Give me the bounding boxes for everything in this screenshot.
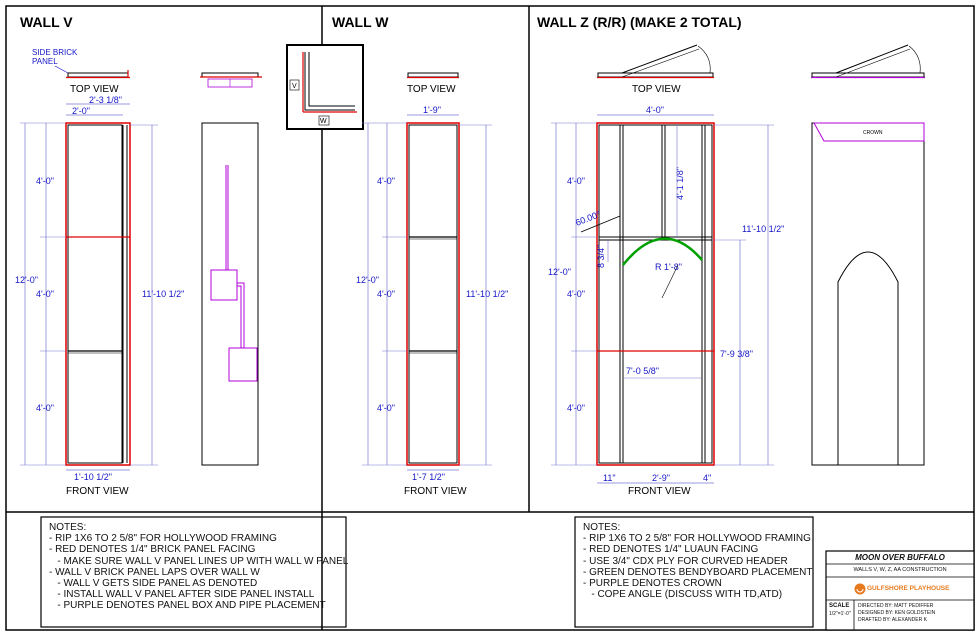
z-seg-dim-3: 4'-0" [567,403,585,413]
w-height-dim: 11'-10 1/2" [466,289,508,299]
w-bottom-dim: 1'-7 1/2" [412,472,445,482]
v-right-dims: 11'-10 1/2" 1'-10 1/2" [66,124,184,482]
notes-left-line: - INSTALL WALL V PANEL AFTER SIDE PANEL … [49,589,315,601]
side-brick-label: SIDE BRICK [32,48,78,57]
title-block-sheet: WALLS V, W, Z, AA CONSTRUCTION [853,567,947,573]
notes-right: NOTES: - RIP 1X6 TO 2 5/8" FOR HOLLYWOOD… [583,522,812,600]
notes-left-line: - MAKE SURE WALL V PANEL LINES UP WITH W… [49,555,349,567]
notes-left-line: NOTES: [49,522,87,533]
notes-left-box [40,516,347,628]
gulfshore-logo-icon [854,583,866,595]
key-w-label: W [320,118,327,125]
panel-box-pipe [210,165,258,382]
z-header-dim: 4'-1 1/8" [675,167,685,200]
sheet-border [5,5,975,631]
title-block-designed: DESIGNED BY: KEN GOLDSTEIN [858,610,936,616]
crown-label: CROWN [863,130,883,136]
v-top-dims: 2'-3 1/8" 2'-0" [66,95,130,116]
v-top-view-label: TOP VIEW [70,84,119,95]
z-total-dim: 12'-0" [548,267,571,277]
w-seg-dim-1: 4'-0" [377,176,395,186]
notes-right-line: - COPE ANGLE (DISCUSS WITH TD,ATD) [583,589,783,601]
z-opening-dim: 7'-9 3/8" [720,349,753,359]
v-height-dim: 11'-10 1/2" [142,289,184,299]
wall-z-top-view: TOP VIEW 4'-0" [597,44,714,116]
notes-right-line: - USE 3/4" CDX PLY FOR CURVED HEADER [583,555,788,567]
v-bottom-dim: 1'-10 1/2" [74,472,112,482]
notes-right-line: - PURPLE DENOTES CROWN [583,578,722,590]
v-top-inner-dim: 2'-0" [72,106,90,116]
v-seg-dim-2: 4'-0" [36,289,54,299]
wall-z-front-view: FRONT VIEW [580,122,715,497]
wall-z-title: WALL Z (R/R) (MAKE 2 TOTAL) [537,14,742,30]
w-total-dim: 12'-0" [356,275,379,285]
v-seg-dim-3: 4'-0" [36,403,54,413]
wall-w-top-view: TOP VIEW 1'-9" [407,72,459,116]
v-seg-dim-1: 4'-0" [36,176,54,186]
notes-right-box [574,516,814,628]
w-seg-dim-2: 4'-0" [377,289,395,299]
z-dims: 4'-0" 4'-0" 4'-0" 12'-0" 11'-10 1/2" 7'-… [548,122,784,484]
v-top-outer-dim: 2'-3 1/8" [89,95,122,105]
title-block-show: MOON OVER BUFFALO [855,553,945,562]
notes-right-line: - RIP 1X6 TO 2 5/8" FOR HOLLYWOOD FRAMIN… [583,533,811,545]
z-seg-dim-1: 4'-0" [567,176,585,186]
z-mid-dim: 2'-9" [652,473,670,483]
z-radius-dim: R 1'-8" [655,262,682,272]
wall-z-crown-view: CROWN [811,44,925,466]
z-top-view-label: TOP VIEW [632,84,681,95]
wall-v-side-view [200,72,262,466]
title-block-company: GULFSHORE PLAYHOUSE [867,585,950,592]
w-seg-dim-3: 4'-0" [377,403,395,413]
title-block-scale-label: SCALE [829,603,850,609]
notes-left-line: - RED DENOTES 1/4" BRICK PANEL FACING [49,544,256,556]
wall-v-front-view: FRONT VIEW [65,122,131,497]
z-height-dim: 11'-10 1/2" [742,224,784,234]
key-v-label: V [292,83,297,90]
w-top-view-label: TOP VIEW [407,84,456,95]
wall-w-front-view: FRONT VIEW [404,122,467,497]
z-seg-dim-2: 4'-0" [567,289,585,299]
v-front-view-label: FRONT VIEW [66,486,129,497]
corner-key-detail: V W [286,44,364,130]
notes-left-line: - WALL V BRICK PANEL LAPS OVER WALL W [49,566,260,578]
w-top-dim: 1'-9" [423,105,441,115]
z-rail-dim: 7'-0 5/8" [626,366,659,376]
notes-left-line: - WALL V GETS SIDE PANEL AS DENOTED [49,578,258,590]
title-block-directed: DIRECTED BY: MATT PEDIFFER [858,603,934,609]
wall-v-title: WALL V [20,14,73,30]
title-block-drafted: DRAFTED BY: ALEXANDER K [858,617,927,623]
notes-left-line: - RIP 1X6 TO 2 5/8" FOR HOLLYWOOD FRAMIN… [49,533,277,545]
notes-left: NOTES: - RIP 1X6 TO 2 5/8" FOR HOLLYWOOD… [49,522,348,612]
title-block [825,550,975,631]
z-top-dim: 4'-0" [646,105,664,115]
z-left-leg-dim: 11" [603,473,616,483]
notes-right-line: - RED DENOTES 1/4" LUAUN FACING [583,544,759,556]
notes-right-line: - GREEN DENOTES BENDYBOARD PLACEMENT [583,566,813,578]
wall-w-title: WALL W [332,14,389,30]
notes-right-line: NOTES: [583,522,621,533]
title-block-scale: 1/2"=1'-0" [829,611,851,617]
wall-v-top-view: SIDE BRICK PANEL TOP VIEW [32,48,130,95]
notes-left-line: - PURPLE DENOTES PANEL BOX AND PIPE PLAC… [49,600,326,612]
z-small-dim: 8 3/4" [596,245,606,268]
z-front-view-label: FRONT VIEW [628,486,691,497]
w-front-view-label: FRONT VIEW [404,486,467,497]
side-brick-label-2: PANEL [32,57,58,66]
v-left-dims: 4'-0" 4'-0" 4'-0" 12'-0" [15,122,66,466]
z-right-leg-dim: 4" [703,473,711,483]
v-total-dim: 12'-0" [15,275,38,285]
w-dims: 4'-0" 4'-0" 4'-0" 12'-0" 11'-10 1/2" 1'-… [356,122,508,482]
